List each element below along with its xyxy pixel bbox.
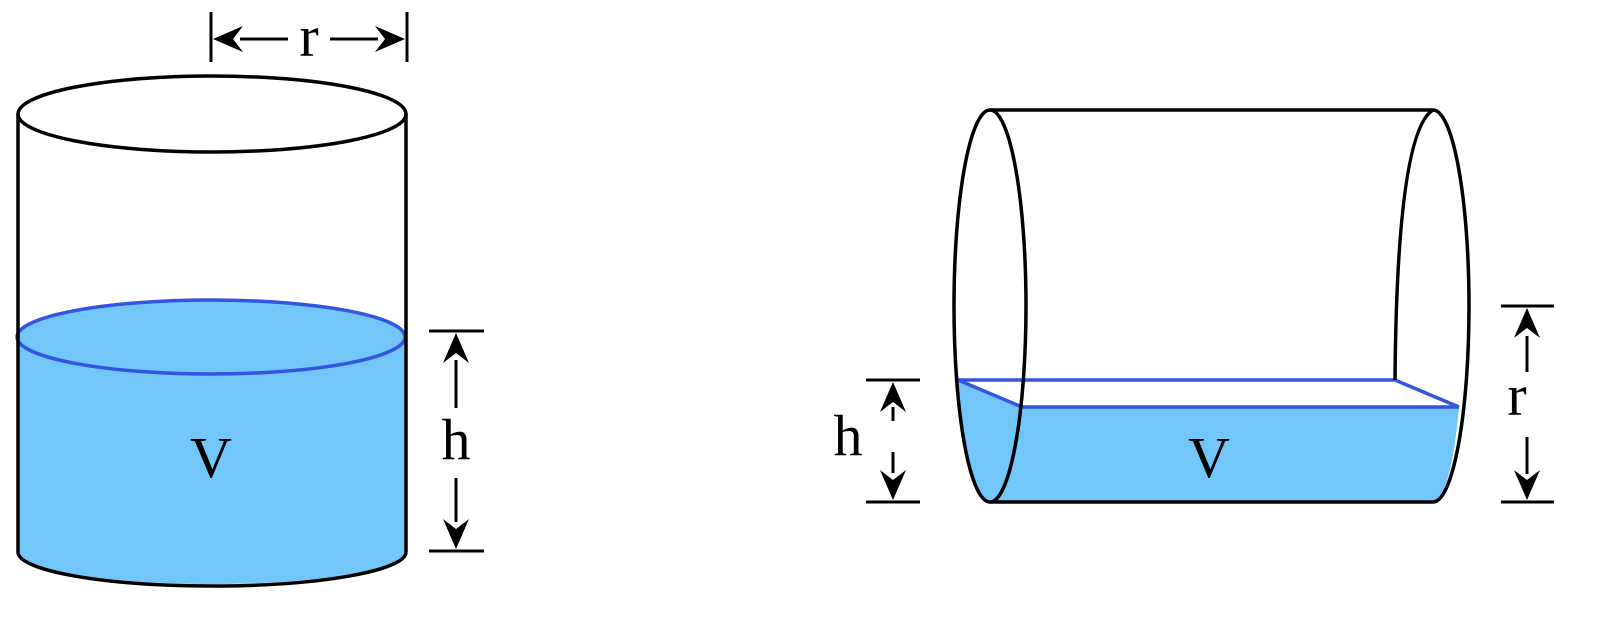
horizontal-cylinder-right-end-inner: [1393, 108, 1435, 381]
horizontal-volume-label: V: [1188, 425, 1230, 490]
vertical-volume-label: V: [190, 425, 232, 490]
horizontal-cylinder-water: [958, 380, 1459, 502]
vertical-cylinder-top-rim: [16, 74, 408, 154]
horizontal-height-dimension: h: [834, 378, 920, 504]
horizontal-water-left-edge: [957, 378, 1023, 409]
vertical-cylinder-bottom-rim: [16, 551, 408, 588]
vertical-radius-dimension: r: [209, 4, 409, 69]
vertical-height-dimension: h: [429, 329, 484, 553]
horizontal-radius-dimension: r: [1501, 304, 1554, 504]
vertical-cylinder: r h V: [15, 4, 484, 588]
horizontal-cylinder-right-end: [1432, 108, 1471, 504]
vertical-height-label: h: [442, 407, 471, 472]
vertical-radius-label: r: [299, 4, 318, 69]
horizontal-height-label: h: [834, 403, 863, 468]
horizontal-cylinder: h r V: [834, 108, 1554, 504]
horizontal-radius-label: r: [1507, 363, 1526, 428]
vertical-cylinder-water-surface: [15, 298, 407, 376]
horizontal-water-right-edge: [1394, 378, 1460, 409]
vertical-cylinder-water: [18, 337, 406, 584]
